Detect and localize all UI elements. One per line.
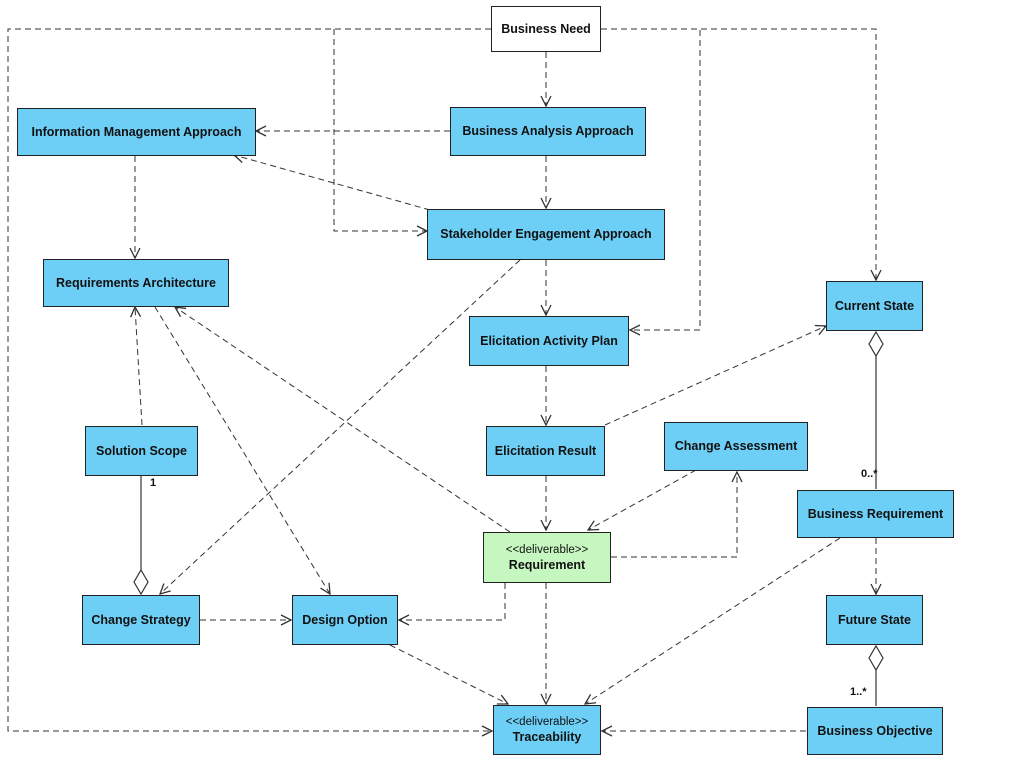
- node-label: Traceability: [512, 730, 582, 744]
- node-label: Elicitation Result: [494, 443, 597, 458]
- edge-need-to-traceability: [7, 28, 492, 731]
- node-label: Business Objective: [817, 723, 933, 738]
- node-elicitation-activity-plan[interactable]: Elicitation Activity Plan: [469, 316, 629, 366]
- node-stereotype: <<deliverable>>: [505, 716, 589, 728]
- edge-need-to-stakeholder: [333, 29, 427, 231]
- node-label: Business Need: [501, 21, 591, 36]
- node-label: Design Option: [302, 612, 388, 627]
- node-current-state[interactable]: Current State: [826, 281, 923, 331]
- edge-requirement-to-design-option: [399, 583, 506, 620]
- edge-req-arch-to-design-option: [154, 306, 330, 594]
- multiplicity-business-requirement: 0..*: [861, 468, 878, 480]
- node-change-assessment[interactable]: Change Assessment: [664, 422, 808, 471]
- node-stakeholder-engagement-approach[interactable]: Stakeholder Engagement Approach: [427, 209, 665, 260]
- node-business-requirement[interactable]: Business Requirement: [797, 490, 954, 538]
- edge-stakeholder-to-change-strategy: [160, 259, 521, 594]
- aggregation-diamond-current-state: [868, 330, 884, 358]
- aggregation-diamond-change-strategy: [133, 568, 149, 596]
- node-business-objective[interactable]: Business Objective: [807, 707, 943, 755]
- edge-need-to-current-state: [601, 28, 876, 280]
- node-business-analysis-approach[interactable]: Business Analysis Approach: [450, 107, 646, 156]
- edge-requirement-to-assessment: [611, 472, 737, 558]
- node-stereotype: <<deliverable>>: [505, 543, 589, 556]
- edge-requirement-to-req-arch: [175, 307, 511, 533]
- node-label: Future State: [838, 612, 911, 627]
- node-label: Stakeholder Engagement Approach: [440, 227, 652, 241]
- node-label: Current State: [834, 298, 915, 313]
- edge-business-req-to-traceability: [585, 537, 841, 704]
- edge-assessment-to-requirement: [588, 469, 697, 530]
- node-requirement[interactable]: <<deliverable>> Requirement: [483, 532, 611, 583]
- edge-need-to-activity-plan: [601, 28, 701, 330]
- node-elicitation-result[interactable]: Elicitation Result: [486, 426, 605, 476]
- node-future-state[interactable]: Future State: [826, 595, 923, 645]
- node-label: Requirements Architecture: [56, 275, 216, 290]
- node-label: Business Requirement: [807, 506, 944, 521]
- edge-design-option-to-traceability: [389, 644, 508, 704]
- aggregation-diamond-future-state: [868, 644, 884, 672]
- node-information-management-approach[interactable]: Information Management Approach: [17, 108, 256, 156]
- node-design-option[interactable]: Design Option: [292, 595, 398, 645]
- node-solution-scope[interactable]: Solution Scope: [85, 426, 198, 476]
- node-label: Information Management Approach: [31, 124, 242, 139]
- node-label: Solution Scope: [96, 443, 187, 458]
- node-label: Change Strategy: [91, 612, 191, 627]
- node-label: Elicitation Activity Plan: [480, 333, 618, 348]
- edge-result-to-current-state: [604, 326, 826, 426]
- node-label: Business Analysis Approach: [462, 124, 634, 138]
- node-label: Change Assessment: [674, 439, 798, 453]
- edge-scope-to-req-arch: [135, 307, 143, 426]
- node-requirements-architecture[interactable]: Requirements Architecture: [43, 259, 229, 307]
- node-label: Requirement: [508, 557, 586, 572]
- node-business-need[interactable]: Business Need: [491, 6, 601, 52]
- edge-stakeholder-to-info-mgmt: [234, 155, 431, 211]
- multiplicity-solution-scope: 1: [150, 477, 157, 489]
- node-traceability[interactable]: <<deliverable>> Traceability: [493, 705, 601, 755]
- multiplicity-business-objective: 1..*: [850, 686, 867, 698]
- node-change-strategy[interactable]: Change Strategy: [82, 595, 200, 645]
